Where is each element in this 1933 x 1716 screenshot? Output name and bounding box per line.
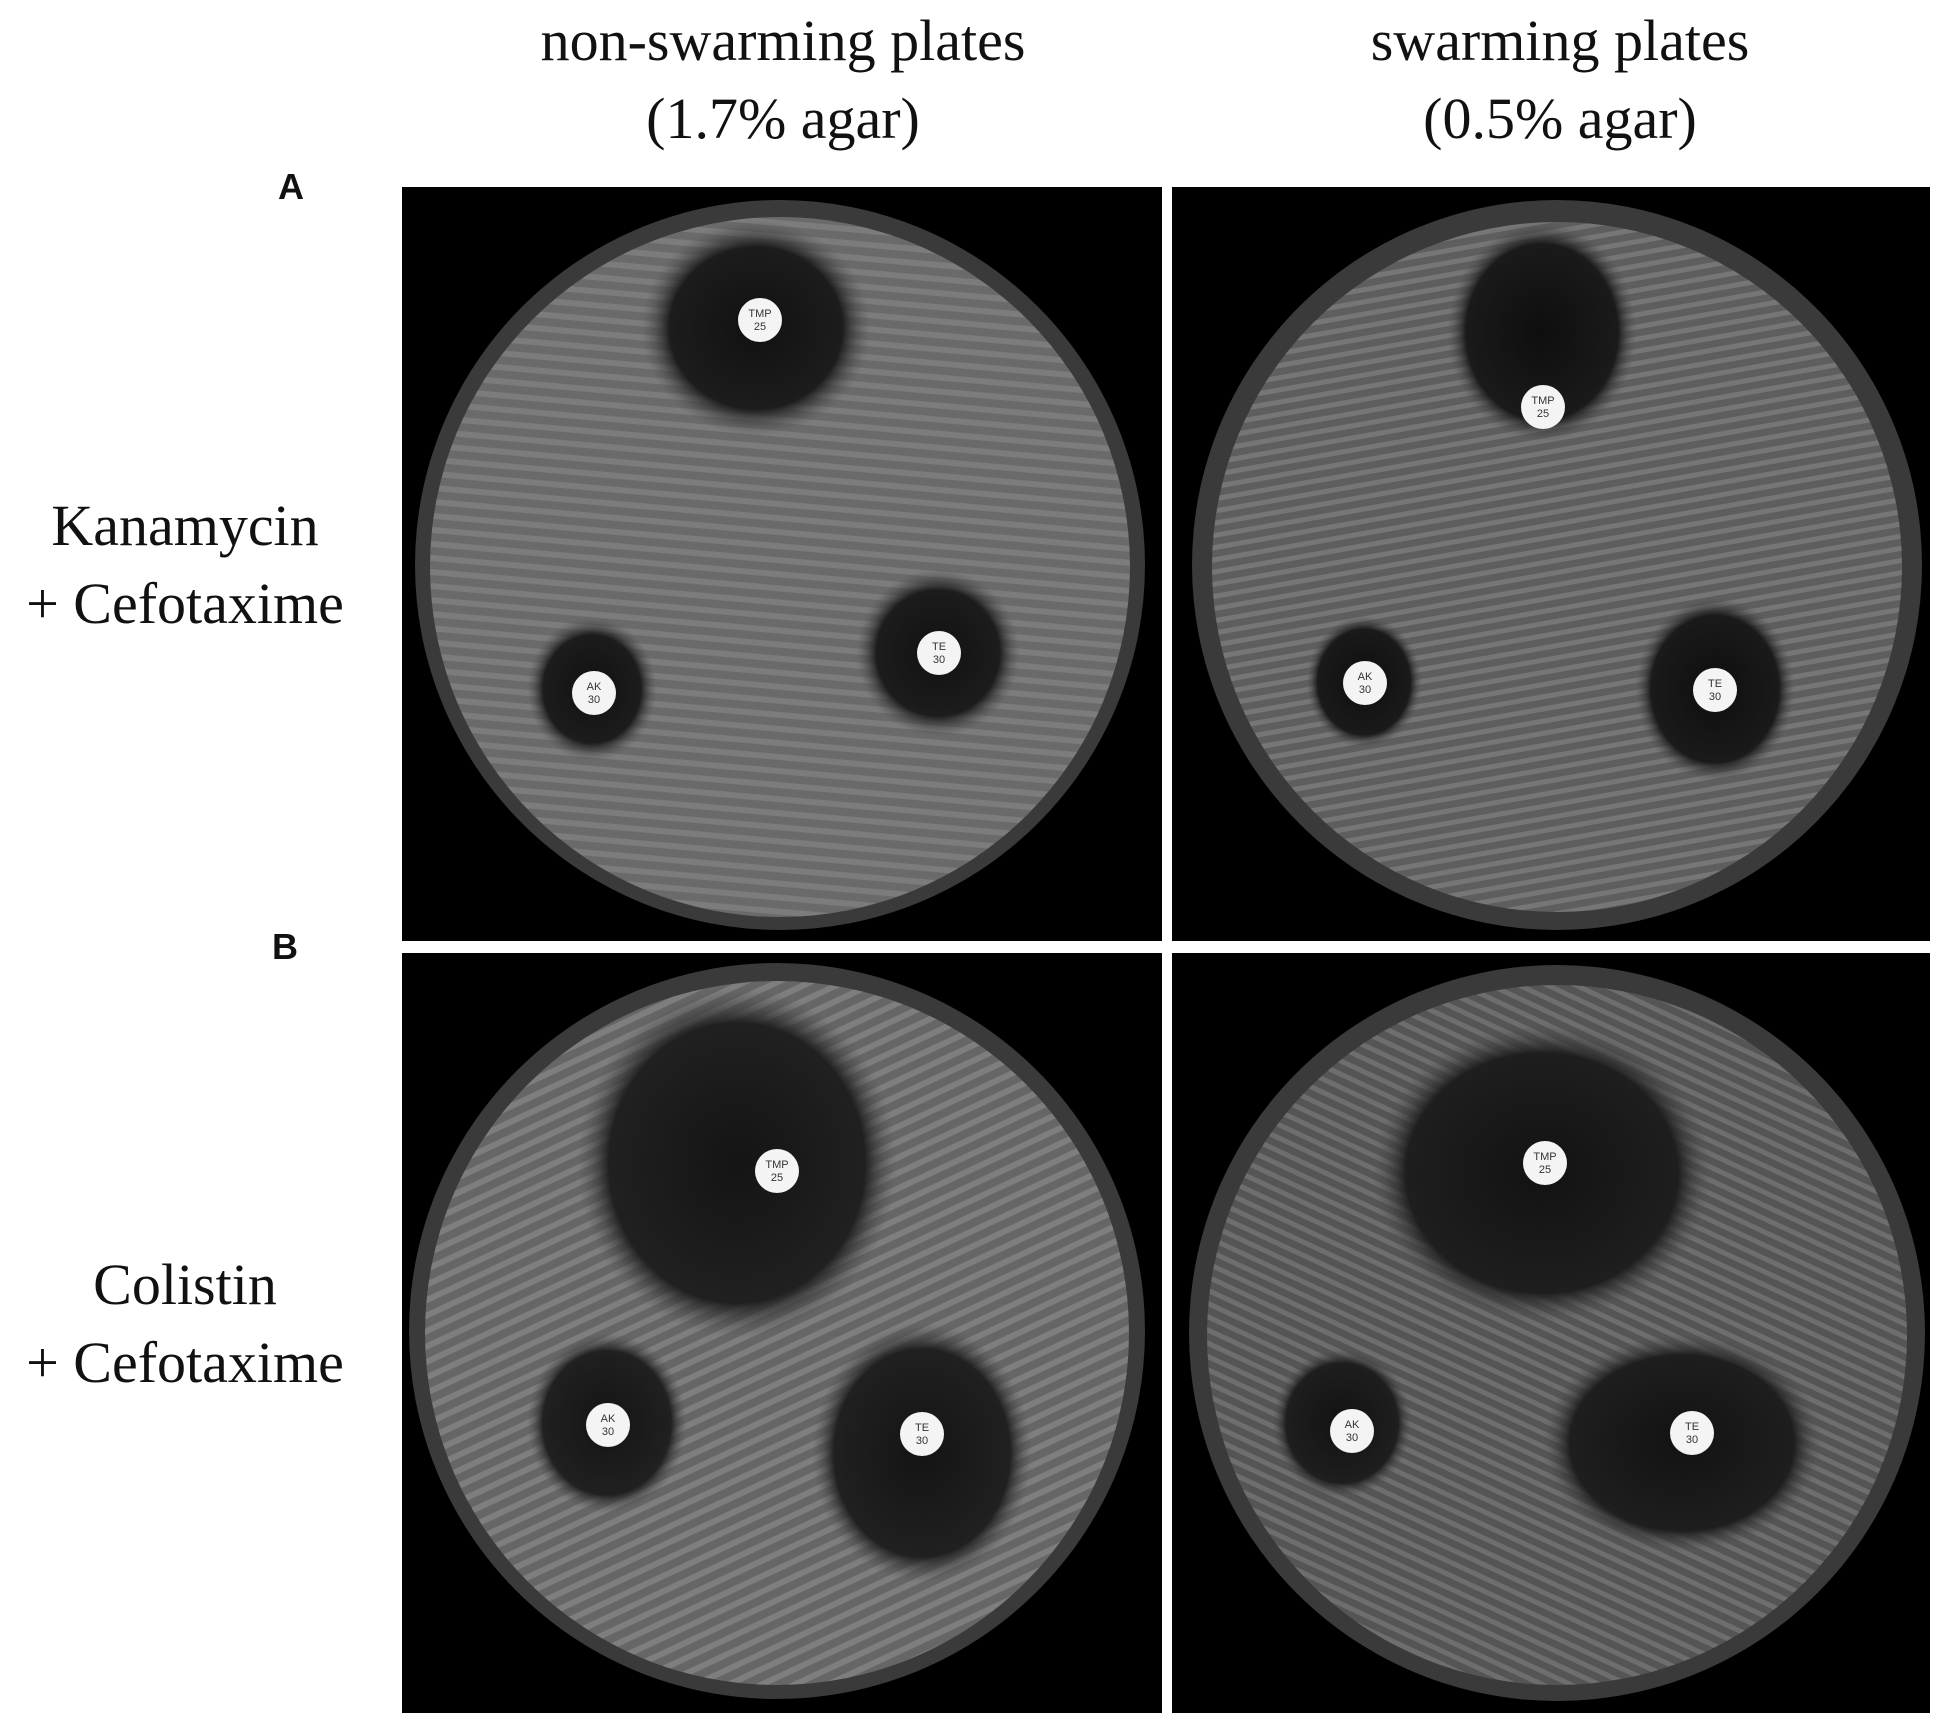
column-header-line2: (1.7% agar)	[646, 86, 920, 151]
column-header-line1: swarming plates	[1370, 8, 1750, 73]
disk-label-bottom: 25	[771, 1172, 783, 1184]
disk-label-top: TMP	[748, 308, 771, 320]
disk-label-top: TE	[1708, 678, 1722, 690]
disk-label-bottom: 30	[1346, 1432, 1358, 1444]
disk-label-top: AK	[587, 681, 602, 693]
disk-label-bottom: 25	[1537, 408, 1549, 420]
disk-label-bottom: 30	[1709, 691, 1721, 703]
column-header-non-swarming: non-swarming plates (1.7% agar)	[413, 2, 1153, 158]
panel-letter-b: B	[272, 926, 298, 967]
row-label-line2: + Cefotaxime	[26, 571, 344, 636]
disk-label-top: TE	[1685, 1421, 1699, 1433]
disk-label-bottom: 25	[754, 321, 766, 333]
row-label-line1: Colistin	[93, 1252, 277, 1317]
row-label-line2: + Cefotaxime	[26, 1330, 344, 1395]
inhibition-zone	[577, 988, 897, 1338]
disk-label-bottom: 30	[602, 1426, 614, 1438]
disk-label-bottom: 30	[1686, 1434, 1698, 1446]
disk-label-top: TE	[915, 1422, 929, 1434]
disk-label-top: AK	[1358, 671, 1373, 683]
column-header-line1: non-swarming plates	[540, 8, 1026, 73]
disk-label-top: AK	[1345, 1419, 1360, 1431]
disk-label-top: TE	[932, 641, 946, 653]
column-header-line2: (0.5% agar)	[1423, 86, 1697, 151]
disk-label-top: AK	[601, 1413, 616, 1425]
disk-label-top: TMP	[1533, 1151, 1556, 1163]
disk-label-bottom: 30	[933, 654, 945, 666]
disk-label-bottom: 30	[588, 694, 600, 706]
inhibition-zone	[1447, 222, 1637, 442]
disk-label-top: TMP	[765, 1159, 788, 1171]
disk-label-bottom: 30	[1359, 684, 1371, 696]
column-header-swarming: swarming plates (0.5% agar)	[1190, 2, 1930, 158]
row-label-kanamycin: Kanamycin + Cefotaxime	[0, 487, 370, 643]
disk-label-top: TMP	[1531, 395, 1554, 407]
disk-label-bottom: 30	[916, 1435, 928, 1447]
row-label-line1: Kanamycin	[51, 493, 319, 558]
disk-label-bottom: 25	[1539, 1164, 1551, 1176]
panel-letter-a: A	[278, 166, 304, 207]
row-label-colistin: Colistin + Cefotaxime	[0, 1246, 370, 1402]
